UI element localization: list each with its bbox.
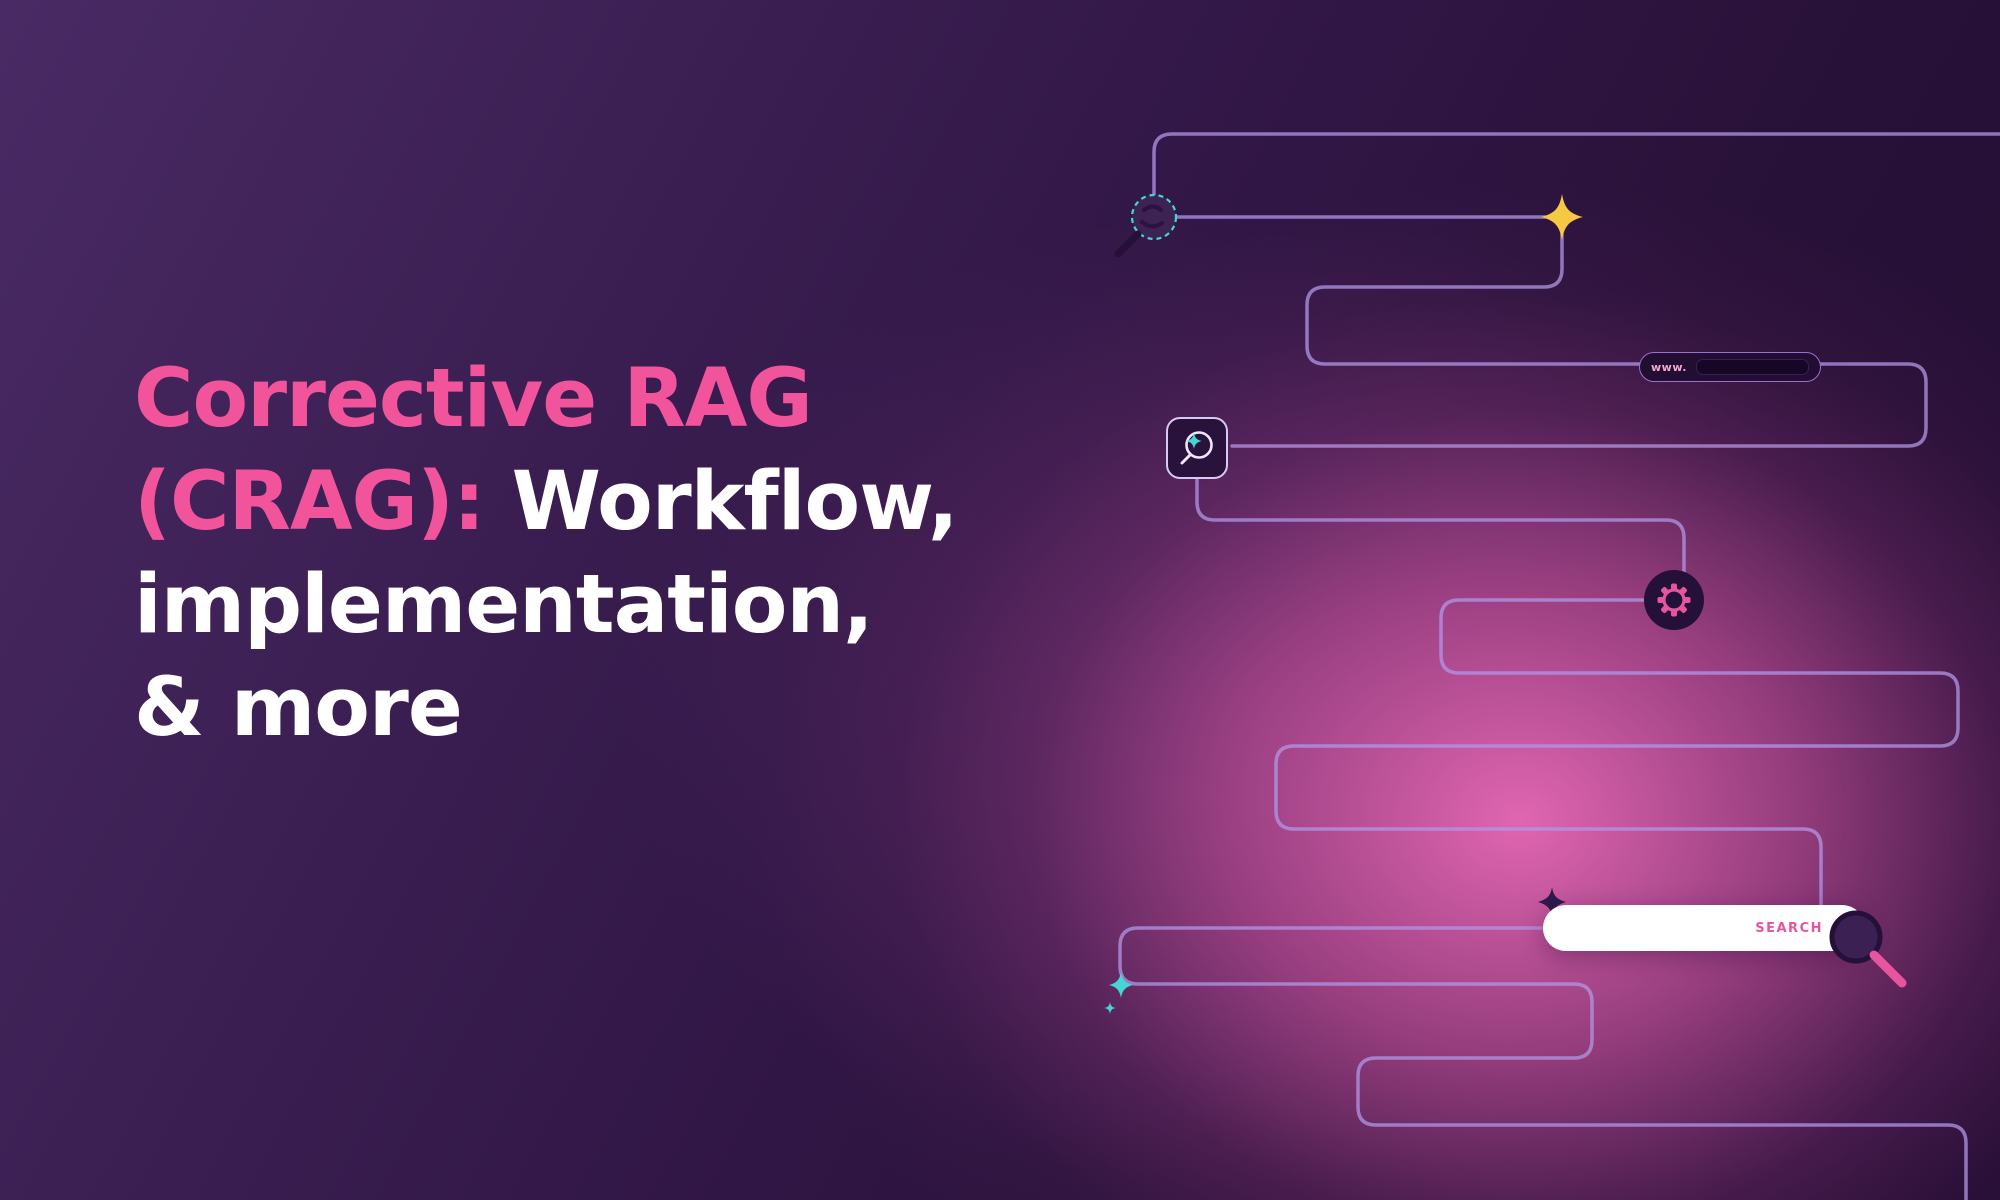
www-label: www. xyxy=(1651,360,1687,374)
search-bar: SEARCH xyxy=(1543,905,1865,951)
address-field xyxy=(1695,359,1809,375)
browser-address-pill: www. xyxy=(1639,352,1821,382)
page-title: Corrective RAG (CRAG): Workflow, impleme… xyxy=(134,348,959,759)
gear-icon xyxy=(1644,570,1704,630)
yellow-sparkle-icon xyxy=(1541,194,1583,240)
title-line2-rest: Workflow, xyxy=(484,454,959,549)
ai-search-icon xyxy=(1166,417,1228,479)
title-line-4: & more xyxy=(134,660,463,755)
search-magnifier-icon xyxy=(1829,910,1907,988)
teal-sparkle-icon xyxy=(1104,972,1133,1014)
title-line2-accent: (CRAG): xyxy=(134,454,485,549)
title-line-2: (CRAG): Workflow, xyxy=(134,451,959,554)
magnifier-globe-icon xyxy=(1114,193,1178,258)
search-button-label: SEARCH xyxy=(1755,920,1823,936)
title-line-3: implementation, xyxy=(134,557,874,652)
purple-sparkle-icon xyxy=(1538,887,1566,917)
title-line1-text: Corrective RAG xyxy=(134,352,813,446)
title-line-1: Corrective RAG xyxy=(134,348,958,451)
